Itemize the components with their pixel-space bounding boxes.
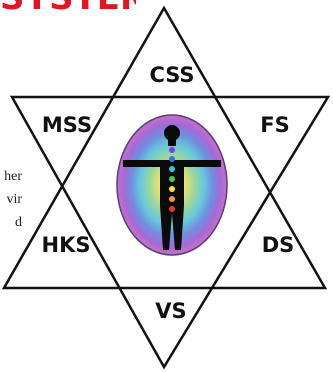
label-hks: HKS [42,233,91,257]
label-fs: FS [260,113,289,137]
label-css: CSS [149,63,194,87]
label-ds: DS [262,233,295,257]
center-figure-image [117,115,227,255]
label-vs: VS [155,299,186,323]
label-mss: MSS [42,113,92,137]
